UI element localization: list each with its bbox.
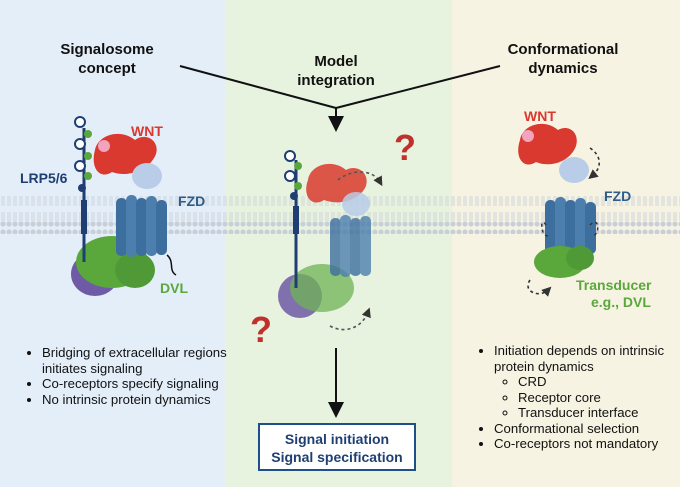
middle-complex [278,150,383,331]
label-fzd-right: FZD [604,188,632,204]
heading-conformational: Conformational dynamics [507,41,619,77]
crd-left [132,163,162,189]
left-bullet-item: Bridging of extracellular regions initia… [42,345,237,376]
signal-box-line1: Signal initiation [284,431,390,447]
label-wnt-left: WNT [131,123,163,139]
right-sub-list: CRD Receptor core Transducer interface [494,374,680,421]
left-complex [71,116,177,296]
right-bullet-text: Initiation depends on intrinsic protein … [494,343,665,374]
right-sub-item: CRD [518,374,680,390]
heading-model-integration: Model integration [297,53,375,89]
transducer-right [534,246,594,278]
right-bullet-item: Initiation depends on intrinsic protein … [494,343,680,421]
label-wnt-right: WNT [524,108,556,124]
right-bullet-list: Initiation depends on intrinsic protein … [478,343,680,452]
left-bullet-list: Bridging of extracellular regions initia… [26,345,237,407]
right-bullet-item: Conformational selection [494,421,680,437]
signal-outcome-box: Signal initiation Signal specification [258,423,416,471]
left-bullet-item: Co-receptors specify signaling [42,376,237,392]
fzd-left [116,195,177,276]
left-bullet-item: No intrinsic protein dynamics [42,392,237,408]
fzd-right [545,197,596,257]
right-sub-item: Transducer interface [518,405,680,421]
fzd-middle [330,215,371,277]
wnt-right [518,123,577,165]
right-bullet-item: Co-receptors not mandatory [494,436,680,452]
signal-box-line2: Signal specification [271,449,403,465]
dvl-middle [278,264,354,318]
question-mark-top: ? [394,127,416,168]
label-fzd-left: FZD [178,193,206,209]
middle-beads [284,150,302,200]
crd-right [559,157,589,183]
label-transducer-example: e.g., DVL [591,294,651,310]
label-transducer: Transducer [576,277,652,293]
right-sub-item: Receptor core [518,390,680,406]
convergence-arrows [179,65,501,132]
dvl-left [71,236,155,296]
heading-signalosome: Signalosome concept [60,41,154,77]
label-lrp: LRP5/6 [20,170,68,186]
question-mark-bottom: ? [250,309,272,350]
right-complex [518,123,601,297]
lrp-beads [74,116,92,192]
label-dvl-left: DVL [160,280,188,296]
